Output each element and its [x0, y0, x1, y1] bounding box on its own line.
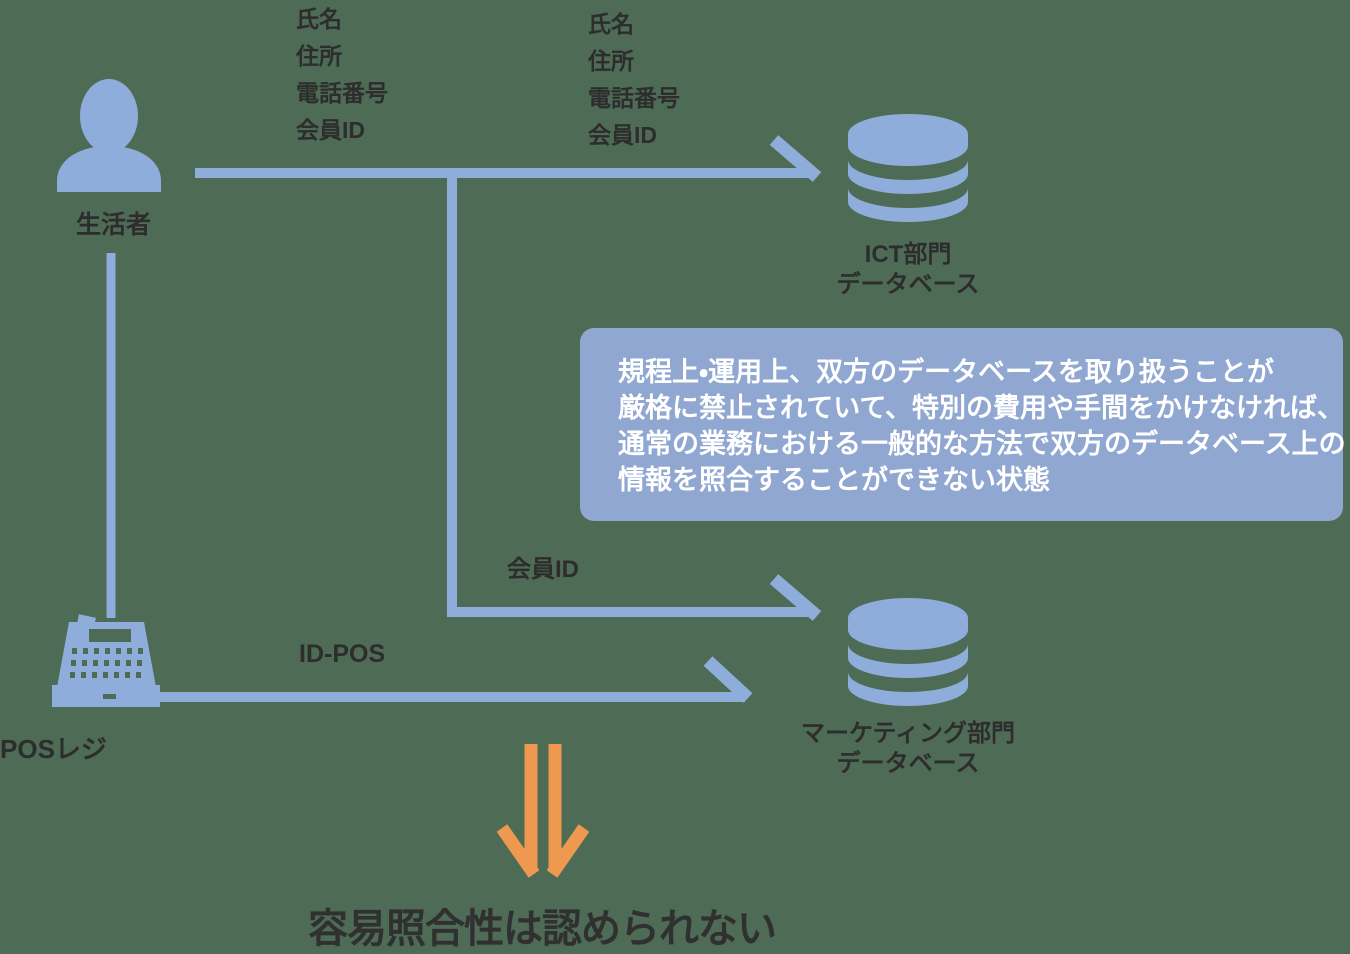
ict-database-name: ICT部門 [864, 241, 952, 268]
marketing-database-subname: データベース [836, 750, 980, 777]
database-icon [848, 598, 968, 706]
cash-register-icon [52, 613, 160, 707]
arrowhead-idpos-icon [703, 656, 753, 703]
attribute-item: 会員ID [296, 117, 365, 143]
conclusion-label: 容易照合性は認められない [308, 907, 777, 951]
attribute-item: 氏名 [588, 11, 634, 37]
consumer-label: 生活者 [76, 211, 152, 239]
marketing-database-name: マーケティング部門 [800, 720, 1016, 747]
database-icon [848, 114, 968, 222]
attribute-item: 会員ID [588, 122, 657, 148]
person-icon [57, 79, 161, 192]
member-id-flow-label: 会員ID [507, 556, 579, 583]
double-down-arrow-icon [496, 744, 590, 878]
attribute-item: 電話番号 [588, 85, 680, 111]
arrowhead-ict-icon [769, 135, 822, 182]
attribute-item: 氏名 [296, 6, 342, 32]
arrowhead-marketing-icon [769, 574, 822, 621]
consumer-attribute-list: 氏名 住所 電話番号 会員ID [296, 1, 388, 149]
notice-line: 通常の業務における一般的な方法で双方のデータベース上の [618, 429, 1346, 459]
ict-database-caption: ICT部門 データベース [798, 240, 1018, 300]
notice-line: 規程上・運用上、双方のデータベースを取り扱うことが [618, 357, 1274, 387]
pos-register-label: POSレジ [0, 734, 107, 764]
ict-database-subname: データベース [836, 271, 980, 298]
notice-line: 情報を照合することができない状態 [618, 465, 1050, 495]
marketing-database-caption: マーケティング部門 データベース [788, 719, 1028, 779]
notice-line: 厳格に禁止されていて、特別の費用や手間をかけなければ、 [618, 393, 1345, 423]
ict-attribute-list: 氏名 住所 電話番号 会員ID [588, 6, 680, 154]
id-pos-flow-label: ID-POS [299, 640, 386, 668]
attribute-item: 住所 [588, 48, 634, 74]
attribute-item: 住所 [296, 43, 342, 69]
attribute-item: 電話番号 [296, 80, 388, 106]
notice-box: 規程上・運用上、双方のデータベースを取り扱うことが 厳格に禁止されていて、特別の… [580, 328, 1346, 521]
